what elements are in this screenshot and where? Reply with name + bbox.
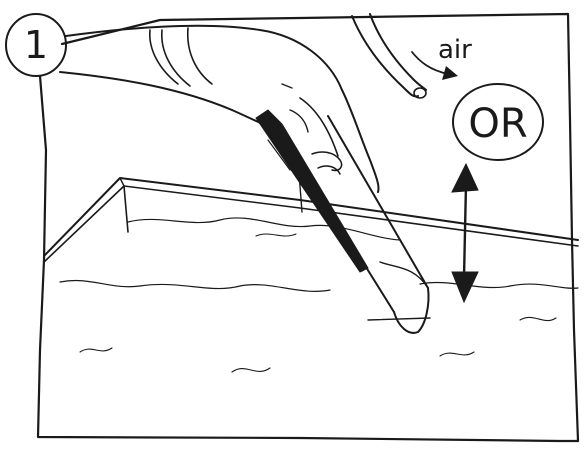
- panel-number: 1: [24, 23, 48, 67]
- arrow-up-head: [451, 162, 479, 193]
- dark-rod: [255, 83, 369, 273]
- up-down-arrow: [451, 162, 479, 304]
- water-line: [367, 317, 431, 321]
- air-label: air: [438, 35, 472, 65]
- arrow-down-head: [451, 271, 479, 304]
- panel-number-badge: 1: [5, 13, 67, 77]
- forearm: [59, 24, 343, 111]
- air-annotation: air: [411, 35, 472, 80]
- or-label: OR: [468, 101, 527, 147]
- panel-frame: [36, 12, 580, 443]
- tank: [43, 177, 579, 263]
- air-tube: [351, 13, 427, 99]
- sampler-tube: [287, 115, 430, 334]
- water-surface: [59, 217, 579, 373]
- air-arrow-head: [442, 66, 458, 80]
- or-badge: OR: [452, 83, 544, 161]
